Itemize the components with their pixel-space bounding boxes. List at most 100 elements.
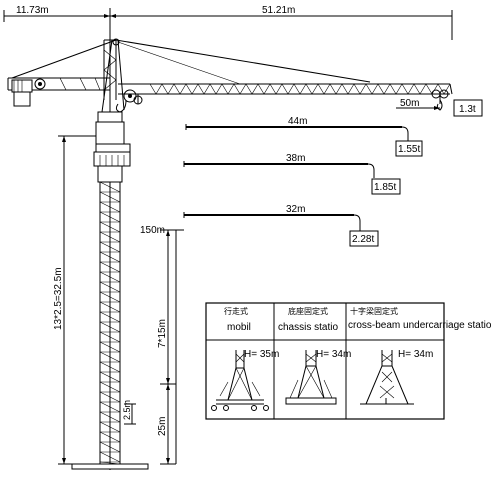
jib-truss [115,83,453,113]
mast-lacing [99,411,121,423]
mast-lacing [99,261,121,273]
jib-lacing [203,83,211,95]
mast-lacing [99,391,121,403]
load-box-50m [453,99,483,117]
jib-lacing [377,83,385,95]
mast-lacing [99,181,121,193]
mast-lacing [99,351,121,363]
jib-lacing [263,83,271,95]
mast-lacing [99,271,121,283]
load-box-44m [395,140,423,157]
jib-lacing [341,83,349,95]
col2-en: chassis statio [278,322,338,333]
mast-lacing [99,441,121,453]
mast-lacing [99,211,121,223]
col1-height: H= 35m [244,349,279,360]
col2-cn: 底座固定式 [288,306,328,316]
jib-lacing [425,83,433,95]
tower-mast [71,181,149,470]
mast-lacing [99,221,121,233]
mast-lacing [99,431,121,443]
radius-44-label: 44m [288,116,307,127]
mast-lacing [99,341,121,353]
jib-lacing [251,83,259,95]
jib-lacing [179,83,187,95]
jib-lacing [191,83,199,95]
jib-lacing [257,83,265,95]
tower-height-label: 13*2.5=32.5m [53,267,64,330]
jib-lacing [335,83,343,95]
tower-height-dim [58,135,96,465]
mast-lacing [99,191,121,203]
base-height-label: 25m [157,417,168,436]
jib-lacing [173,83,181,95]
mast-lacing [99,321,121,333]
jib-lacing [305,83,313,95]
col1-cn: 行走式 [224,306,248,316]
counter-jib-length-label: 11.73m [16,5,49,16]
jib-lacing [161,83,169,95]
jib-lacing [215,83,223,95]
jib-length-label: 51.21m [262,5,295,16]
jib-lacing [185,83,193,95]
section-height-label: 2.5m [122,400,132,420]
mast-lacing [99,301,121,313]
counter-jib [7,77,110,107]
jib-lacing [299,83,307,95]
sketch-crossbeam [360,350,414,405]
max-height-dim [160,229,184,465]
load-box-38m [371,178,401,195]
mast-lacing [99,451,121,463]
jib-lacing [365,83,373,95]
jib-lacing [269,83,277,95]
mast-lacing [99,381,121,393]
jib-lacing [233,83,241,95]
mast-lacing [99,361,121,373]
jib-lacing [275,83,283,95]
col3-en: cross-beam undercarriage stationary [348,320,492,331]
jib-lacing [227,83,235,95]
load-38-label: 1.85t [374,182,396,193]
jib-lacing [197,83,205,95]
jib-lacing [323,83,331,95]
jib-lacing [431,83,439,95]
jib-lacing [155,83,163,95]
load-32-label: 2.28t [352,234,374,245]
slewing-unit [93,111,131,183]
mast-base [71,463,149,470]
col3-en-text: cross-beam undercarriage stationary [348,320,492,331]
jib-lacing [407,83,415,95]
radius-32-dim [183,212,379,247]
jib-lacing [149,83,157,95]
mast-lacing [99,331,121,343]
radius-50-dim [396,99,483,117]
load-box-32m [349,230,379,247]
col1-en: mobil [227,322,251,333]
jib-lacing [281,83,289,95]
jib-lacing [419,83,427,95]
jib-lacing [395,83,403,95]
radius-38-dim [183,161,401,195]
mast-lacing [99,231,121,243]
radius-32-label: 32m [286,204,305,215]
jib-pendants [11,39,371,85]
section-dim [124,403,136,425]
jib-lacing [311,83,319,95]
load-50-label: 1.3t [459,104,476,115]
jib-lacing [437,83,445,95]
mast-lacing [99,201,121,213]
jib-lacing [239,83,247,95]
jib-lacing [389,83,397,95]
load-44-label: 1.55t [398,144,420,155]
jib-lacing [293,83,301,95]
jib-lacing [371,83,379,95]
col3-cn: 十字梁固定式 [350,306,398,316]
mast-lacing [99,401,121,413]
jib-lacing [221,83,229,95]
max-height-label: 150m [140,225,165,236]
sketch-mobile [211,350,269,411]
jib-lacing [209,83,217,95]
col2-height: H= 34m [316,349,351,360]
